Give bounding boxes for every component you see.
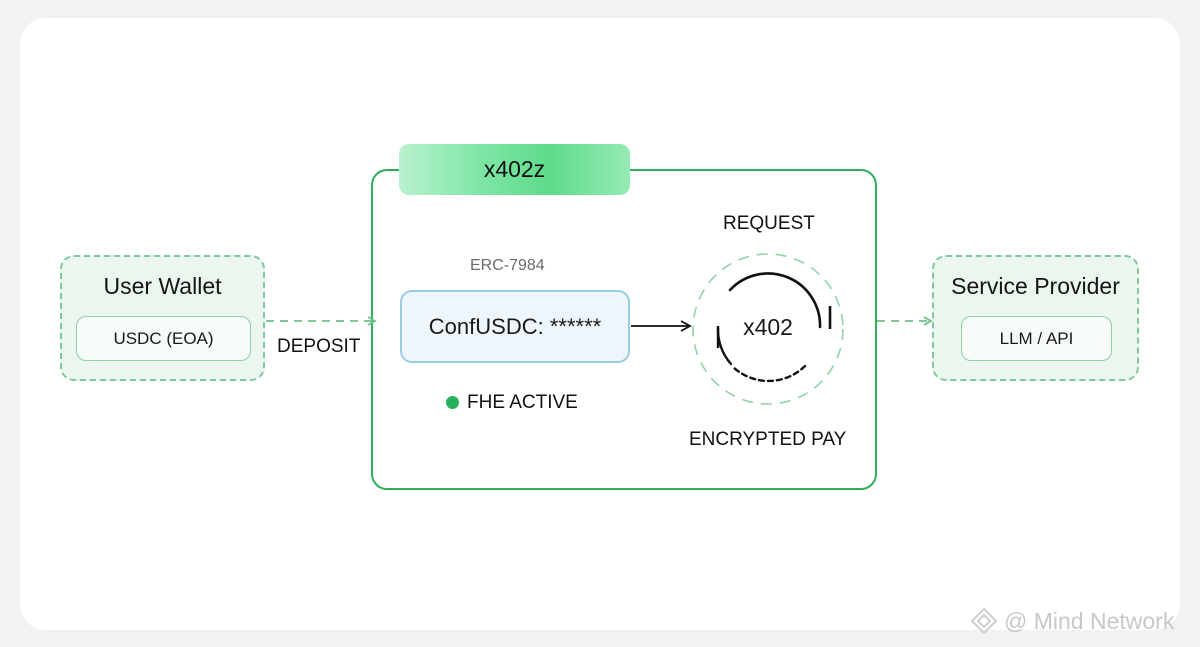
- erc-standard-label: ERC-7984: [470, 257, 545, 274]
- user-wallet-box: User Wallet USDC (EOA): [60, 255, 265, 381]
- encrypted-pay-label: ENCRYPTED PAY: [689, 429, 847, 450]
- x402-outer-ring: [692, 253, 844, 405]
- confusdc-balance: ConfUSDC: ******: [400, 290, 630, 363]
- service-provider-title: Service Provider: [951, 273, 1120, 299]
- x402z-badge: x402z: [399, 144, 630, 195]
- service-provider-endpoint: LLM / API: [961, 316, 1112, 361]
- fhe-status-dot: [446, 396, 459, 409]
- pay-arc: [730, 364, 807, 383]
- user-wallet-title: User Wallet: [103, 273, 222, 299]
- fhe-status-label: FHE ACTIVE: [467, 392, 578, 413]
- x402-core-label: x402: [743, 313, 793, 340]
- request-arc: [728, 272, 822, 329]
- mind-network-logo-icon: [970, 607, 998, 635]
- request-label: REQUEST: [723, 213, 815, 234]
- service-provider-box: Service Provider LLM / API: [932, 255, 1139, 381]
- user-wallet-asset: USDC (EOA): [76, 316, 251, 361]
- deposit-label: DEPOSIT: [277, 336, 361, 357]
- pay-arc-start: [716, 326, 733, 366]
- watermark: @ Mind Network: [970, 607, 1174, 635]
- watermark-text: @ Mind Network: [1004, 607, 1175, 634]
